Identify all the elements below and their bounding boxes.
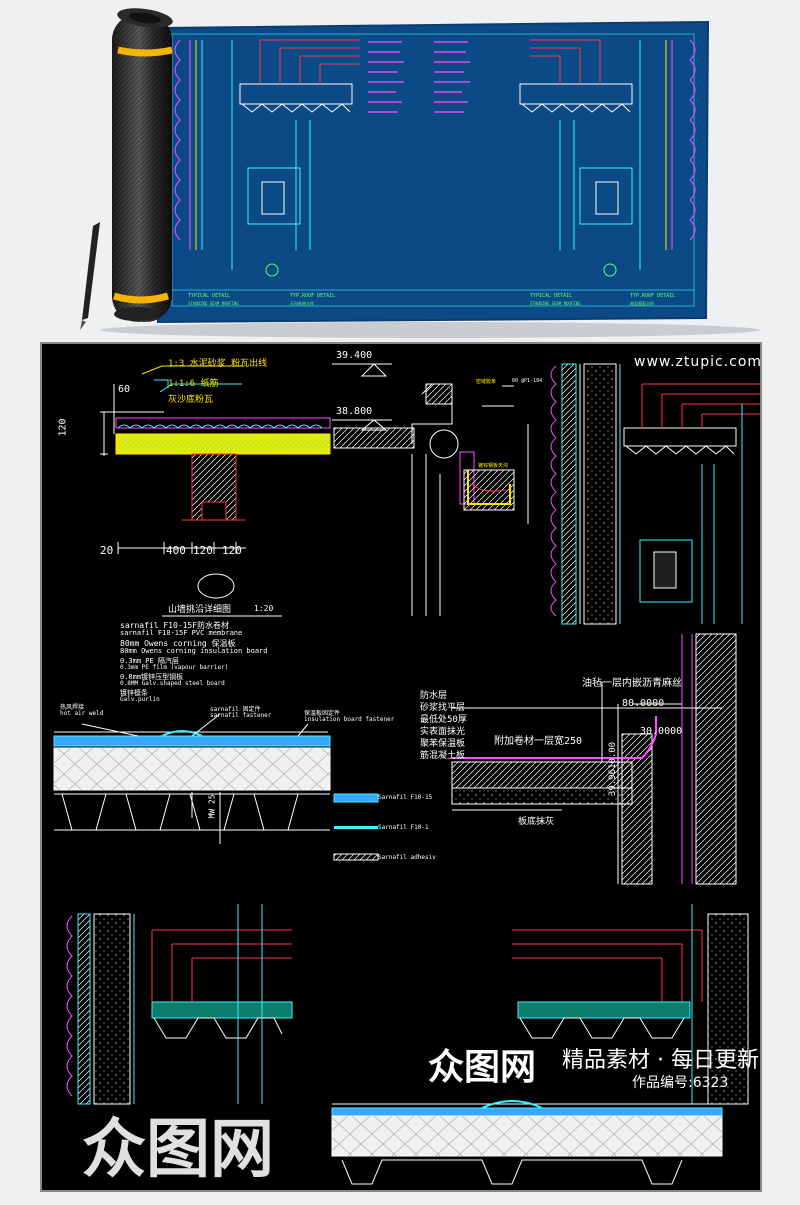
membrane-spec-line: Galv.purlin xyxy=(120,696,160,703)
parapet-dim-120b: 120 xyxy=(222,544,242,557)
waterproof-layer: 聚苯保温板 xyxy=(420,739,466,749)
waterproof-layer: 实表面抹光 xyxy=(420,727,466,737)
parapet-note-3: 灰沙底粉瓦 xyxy=(168,395,214,405)
waterproof-elev-2: 30.0000 xyxy=(640,726,683,737)
parapet-dim-20: 20 xyxy=(100,544,114,557)
parapet-scale: 1:20 xyxy=(254,604,274,613)
label-fastener-en: sarnafil fastener xyxy=(210,712,272,719)
blue-sheet-caption-right-sub: 天沟系统大样 xyxy=(290,301,314,306)
gutter-elev-top: 39.400 xyxy=(336,350,373,361)
waterproof-layer: 砂浆找平层 xyxy=(420,703,466,713)
gutter-note-a: 密缝胶条 xyxy=(476,379,497,385)
blue-sheet-caption-right: TYP.ROOF DETAIL xyxy=(290,293,336,299)
label-insulation-fastener-en: insulation board fastener xyxy=(304,716,395,723)
membrane-spec-line: 0.8mm镀锌压型钢板 xyxy=(120,673,184,681)
waterproof-elev-1: 80.0000 xyxy=(622,698,665,709)
membrane-spec-line: 80mm Owens corning insulation board xyxy=(120,647,268,655)
blueprint-scroll: TYPICAL DETAIL STANDING SEAM ROOFING TYP… xyxy=(0,0,800,340)
legend-item: Sarnafil adhesiv xyxy=(378,854,436,861)
waterproof-elev-3: 39.9610.00 xyxy=(608,741,619,797)
membrane-spec-line: sarnafil F10-15F PVC membrane xyxy=(120,629,243,637)
blue-sheet-caption-right2-sub: 典型屋面大样 xyxy=(630,301,654,306)
blueprint-scroll-graphic xyxy=(80,8,760,338)
gutter-note-c: 镀锌钢板天沟 xyxy=(478,463,509,469)
waterproof-note-bottom: 板底抹灰 xyxy=(518,817,555,827)
parapet-note-2: 1:1:6 纸筋 xyxy=(168,379,219,389)
membrane-spec-line: 0.3mm PE film (vapour barrier) xyxy=(120,664,229,671)
cad-sheet: 1:3 水泥砂浆 粉瓦出线 1:1:6 纸筋 灰沙底粉瓦 60 120 20 4… xyxy=(40,342,762,1192)
watermark-brand-large: 众图网 xyxy=(82,1113,274,1187)
parapet-dim-400: 400 xyxy=(166,544,186,557)
waterproof-layer: 最低处50厚 xyxy=(420,715,467,725)
dim-mw25: MW 25 xyxy=(207,794,217,819)
label-fastener: sarnafil 固定件 xyxy=(210,706,261,713)
watermark-slogan: 精品素材 · 每日更新 xyxy=(562,1048,759,1073)
membrane-spec-line: 镀锌檩条 xyxy=(120,689,148,697)
label-hot-air: 热风焊接 xyxy=(60,704,85,711)
watermark-code: 作品编号:6323 xyxy=(632,1075,729,1091)
blue-sheet-caption-left: TYPICAL DETAIL xyxy=(188,293,231,299)
waterproof-layer: 防水层 xyxy=(420,691,448,701)
blue-sheet-caption-left-sub: STANDING SEAM ROOFING xyxy=(188,301,239,306)
label-insulation-fastener: 保温板固定件 xyxy=(304,710,341,717)
watermark-brand: 众图网 xyxy=(428,1047,537,1088)
legend-item: Sarnafil F10-1 xyxy=(378,824,429,831)
waterproof-extra: 附加卷材一层宽250 xyxy=(494,736,583,747)
site-url: www.ztupic.com xyxy=(634,354,763,370)
blue-sheet-caption-right2: TYP.ROOF DETAIL xyxy=(630,293,676,299)
parapet-title: 山墙挑沿详细图 xyxy=(168,605,232,615)
membrane-spec-line: sarnafil F10-15F防水卷材 xyxy=(120,621,230,630)
blue-sheet-caption-left2-sub: STANDING SEAM ROOFING xyxy=(530,301,581,306)
label-hot-air-en: hot air weld xyxy=(60,710,104,717)
gutter-note-b: 60 @P1-104 xyxy=(512,378,543,384)
legend-item: Sarnafil F10-15 xyxy=(378,794,433,801)
blue-sheet-caption-left2: TYPICAL DETAIL xyxy=(530,293,573,299)
parapet-dim-120: 120 xyxy=(57,418,69,437)
parapet-note-1: 1:3 水泥砂浆 粉瓦出线 xyxy=(168,359,268,369)
membrane-spec-line: 0.8MM Galv.shaped steel board xyxy=(120,680,225,687)
parapet-dim-60: 60 xyxy=(118,384,131,395)
parapet-dim-120a: 120 xyxy=(193,544,213,557)
waterproof-layer: 筋混凝土板 xyxy=(420,751,466,761)
membrane-spec-line: 0.3mm PE 隔汽层 xyxy=(120,657,179,665)
waterproof-title: 油毡一层内嵌沥青麻丝 xyxy=(582,678,682,689)
membrane-spec-line: 80mm Owens corning 保温板 xyxy=(120,639,236,648)
gutter-elev-mid: 38.800 xyxy=(336,406,373,417)
cad-drawing xyxy=(53,363,760,1185)
